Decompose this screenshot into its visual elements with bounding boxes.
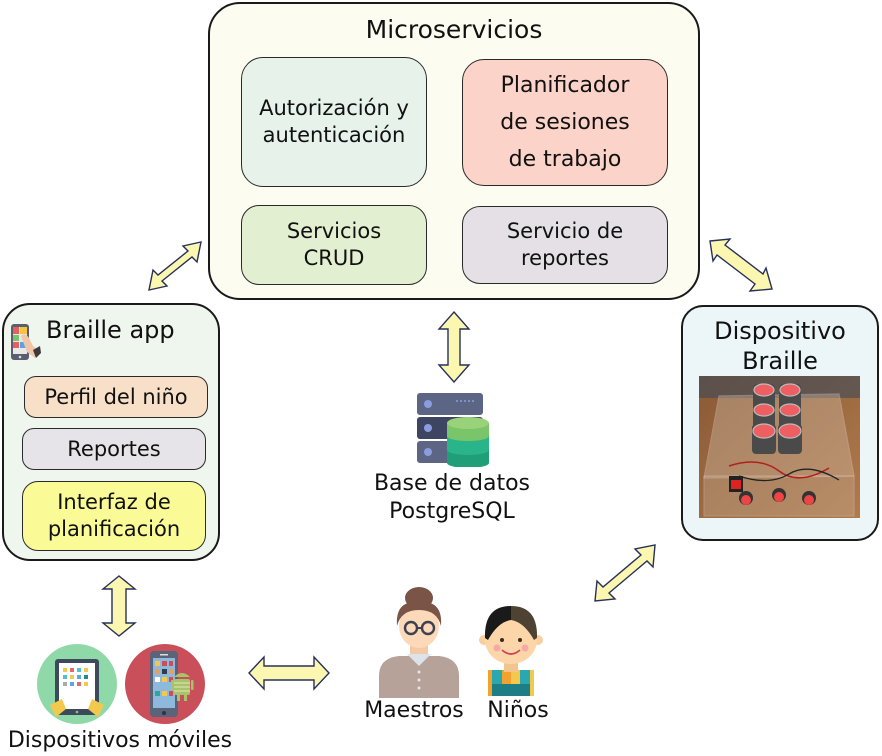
- service-crud: Servicios CRUD: [241, 205, 427, 285]
- service-reports: Servicio de reportes: [462, 206, 668, 284]
- tablet-icon: [37, 644, 117, 724]
- braille-app-title: Braille app: [46, 316, 175, 344]
- module-reports: Reportes: [22, 428, 206, 470]
- arrow-mobile-users: [248, 655, 330, 691]
- arrow-app-microservices: [148, 241, 202, 291]
- phone-touch-icon: [11, 324, 41, 360]
- teachers-label: Maestros: [364, 698, 464, 723]
- mobile-devices-label: Dispositivos móviles: [7, 728, 233, 753]
- braille-device-title: Dispositivo Braille: [714, 317, 846, 375]
- database-label: Base de datos PostgreSQL: [373, 471, 531, 524]
- arrow-microservices-device: [709, 238, 773, 292]
- child-avatar-icon: [479, 606, 543, 696]
- service-session-planner: Planificador de sesiones de trabajo: [462, 59, 668, 186]
- teacher-avatar-icon: [379, 587, 459, 698]
- module-child-profile: Perfil del niño: [24, 376, 208, 418]
- module-planning-interface: Interfaz de planificación: [22, 481, 206, 551]
- service-auth: Autorización y autenticación: [241, 57, 427, 187]
- android-phone-icon: [125, 644, 205, 724]
- braille-device-photo: [699, 376, 860, 518]
- microservices-title: Microservicios: [365, 15, 543, 44]
- arrow-app-mobile: [101, 575, 137, 637]
- arrow-users-device: [594, 544, 656, 602]
- database-server-icon: [417, 393, 489, 467]
- arrow-microservices-database: [437, 310, 471, 384]
- children-label: Niños: [487, 698, 549, 723]
